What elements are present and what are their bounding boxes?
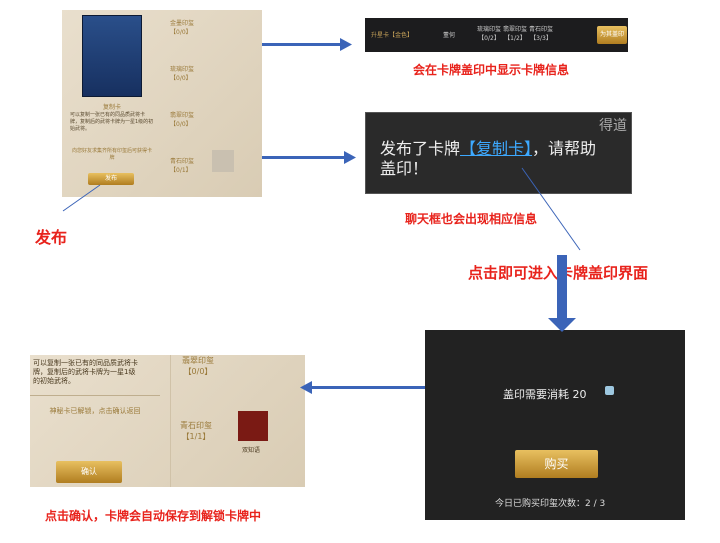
publish-button[interactable]: 发布 [88, 173, 134, 185]
card-info-bar: 升星卡【金色】 董何 琉璃印玺【0/2】 翡翠印玺【1/2】 青石印玺【3/3】… [365, 18, 628, 52]
confirm-panel: 可以复制一张已有的同品质武将卡牌，复制后的武将卡牌为一星1级的初始武将。 神秘卡… [30, 355, 305, 487]
card-desc: 可以复制一张已有的同品质武将卡牌，复制后的武将卡牌为一星1级的初始武将。 [33, 359, 138, 385]
seal-count: 【0/0】 [170, 29, 192, 36]
info-seal: 琉璃印玺【0/2】 [477, 26, 502, 42]
chat-tag: 得道 [599, 118, 627, 134]
seal-item: 翡翠印玺【0/0】 [170, 110, 210, 156]
seal-item: 翡翠印玺【0/0】 [182, 356, 214, 376]
caption-info: 会在卡牌盖印中显示卡牌信息 [413, 63, 570, 77]
seal-item: 琉璃印玺【0/0】 [170, 64, 210, 110]
jade-icon [605, 386, 614, 395]
seal-name: 翡翠印玺 [170, 112, 195, 119]
buy-panel: 盖印需要消耗 20 购买 今日已购买印玺次数：2 / 3 [425, 330, 685, 520]
arrow-left [312, 386, 425, 389]
chat-box: 得道 发布了卡牌【复制卡】，请帮助盖印！ [365, 112, 632, 194]
unlock-text: 神秘卡已解锁，点击确认返回 [49, 407, 141, 415]
cost-text: 盖印需要消耗 20 [503, 388, 587, 401]
buy-button[interactable]: 购买 [515, 450, 598, 478]
seal-item: 青石印玺【0/1】 [170, 156, 210, 174]
chat-message: 发布了卡牌【复制卡】，请帮助盖印！ [380, 139, 597, 178]
card-desc: 可以复制一张已有的同品质武将卡牌，复制后的武将卡牌为一星1级的初始武将。 [70, 112, 154, 132]
publish-hint: 向您好友求集齐所有印玺后可获得卡牌 [72, 148, 153, 161]
caption-confirm: 点击确认，卡牌会自动保存到解锁卡牌中 [45, 509, 262, 523]
seal-count: 【0/1】 [170, 167, 192, 174]
seal-name: 金墨印玺 [170, 20, 195, 27]
seal-count: 【0/0】 [170, 121, 192, 128]
card-image [82, 15, 142, 97]
publish-panel: 复制卡 可以复制一张已有的同品质武将卡牌，复制后的武将卡牌为一星1级的初始武将。… [62, 10, 262, 197]
stamp-button[interactable]: 为其盖印 [597, 26, 627, 44]
card-type: 升星卡【金色】 [371, 32, 414, 39]
arrow-right-2 [262, 156, 344, 159]
label-publish: 发布 [35, 228, 68, 247]
seal-item: 金墨印玺【0/0】 [170, 18, 210, 64]
confirm-button[interactable]: 确认 [56, 461, 122, 483]
arrow-right-1 [262, 43, 340, 46]
seal-item: 青石印玺【1/1】 [180, 421, 212, 441]
seal-icon [212, 150, 234, 172]
seal-list: 金墨印玺【0/0】 琉璃印玺【0/0】 翡翠印玺【0/0】 青石印玺【0/1】 [170, 18, 210, 174]
info-seal: 青石印玺【3/3】 [529, 26, 554, 42]
daily-count: 今日已购买印玺次数：2 / 3 [495, 499, 606, 509]
caption-click: 点击即可进入卡牌盖印界面 [468, 264, 649, 282]
seal-count: 【0/0】 [170, 75, 192, 82]
card-owner: 董何 [443, 32, 456, 39]
card-name: 复制卡 [102, 104, 121, 111]
item-name: 双知语 [242, 447, 261, 454]
caption-chat: 聊天框也会出现相应信息 [405, 212, 538, 226]
item-icon [238, 411, 268, 441]
card-link[interactable]: 【复制卡】 [460, 139, 533, 158]
info-seal: 翡翠印玺【1/2】 [503, 26, 528, 42]
seal-name: 青石印玺 [170, 158, 195, 165]
seal-name: 琉璃印玺 [170, 66, 195, 73]
